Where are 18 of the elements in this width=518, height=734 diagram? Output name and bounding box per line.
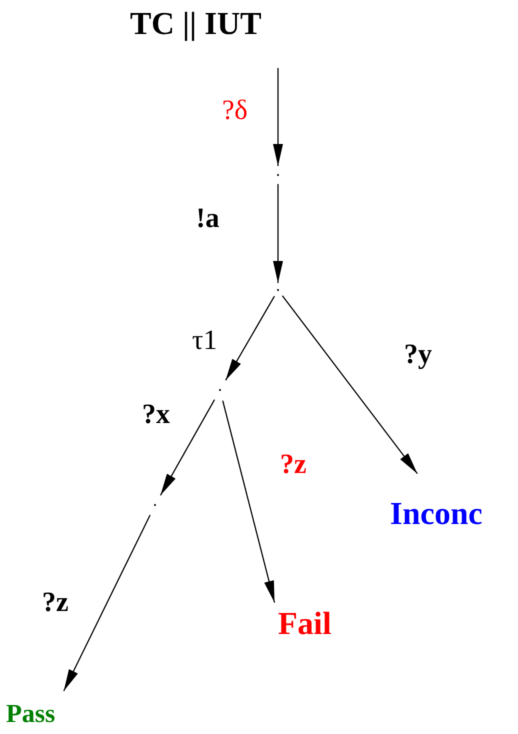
edge-label: !a [196,204,220,235]
verdict-label: Inconc [390,496,482,532]
arrow [160,399,216,496]
edge-label: ?y [404,340,432,371]
edge-label: ?z [42,588,68,619]
edge-label: ?z [280,450,306,481]
verdict-label: Pass [6,700,56,729]
arrow [282,295,418,474]
arrow [63,514,151,692]
arrow [273,184,283,283]
edge-label: τ1 [192,326,218,357]
edge-label: ?δ [222,96,248,127]
diagram-heading: TC || IUT [130,6,262,42]
arrow [222,400,276,603]
verdict-label: Fail [278,606,332,642]
arrow [225,296,275,381]
edge-label: ?x [142,400,170,431]
arrow [273,68,283,166]
